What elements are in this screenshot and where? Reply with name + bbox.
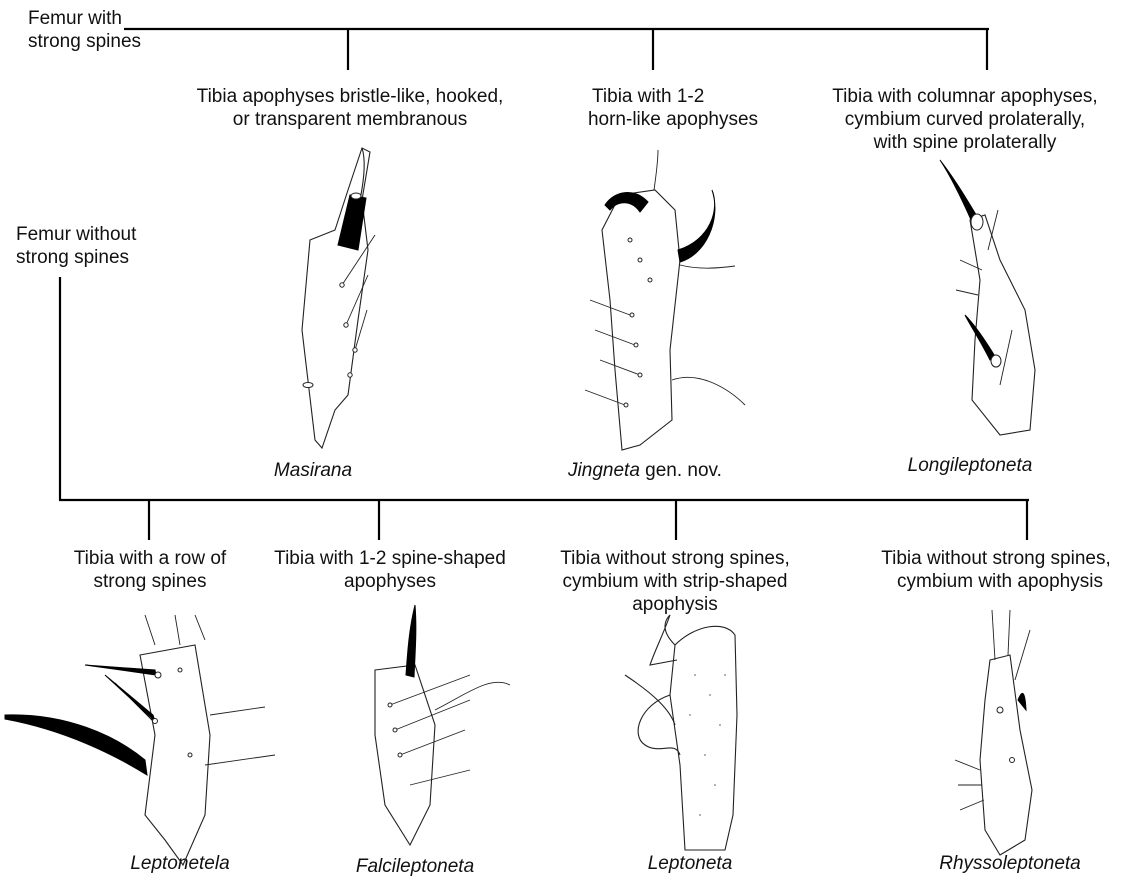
femur-without-spines-label: Femur without strong spines [16,223,136,269]
rhyssoleptoneta-description: Tibia without strong spines, cymbium wit… [858,547,1134,593]
masirana-drawing [290,140,400,460]
genus-jingneta-name: Jingneta [568,460,640,481]
falcileptoneta-description: Tibia with 1-2 spine-shaped apophyses [250,547,530,593]
leptonetela-drawing [5,615,285,865]
jingneta-drawing [570,150,760,455]
genus-masirana: Masirana [238,460,388,482]
rhyssoleptoneta-drawing [950,610,1070,855]
genus-jingneta: Jingneta gen. nov. [540,460,750,482]
longileptoneta-drawing [930,160,1080,440]
jingneta-description: Tibia with 1-2 horn-like apophyses [560,85,760,131]
falcileptoneta-drawing [360,605,520,850]
genus-longileptoneta: Longileptoneta [890,455,1050,477]
femur-with-spines-label: Femur with strong spines [28,7,141,53]
longileptoneta-description: Tibia with columnar apophyses, cymbium c… [815,85,1115,154]
masirana-description: Tibia apophyses bristle-like, hooked, or… [175,85,525,131]
genus-falcileptoneta: Falcileptoneta [330,856,500,878]
genus-rhyssoleptoneta: Rhyssoleptoneta [920,853,1100,875]
leptoneta-drawing [615,615,755,855]
genus-leptoneta: Leptoneta [625,853,755,875]
leptoneta-description: Tibia without strong spines, cymbium wit… [530,547,820,616]
leptonetela-description: Tibia with a row of strong spines [40,547,260,593]
genus-jingneta-suffix: gen. nov. [640,460,722,481]
